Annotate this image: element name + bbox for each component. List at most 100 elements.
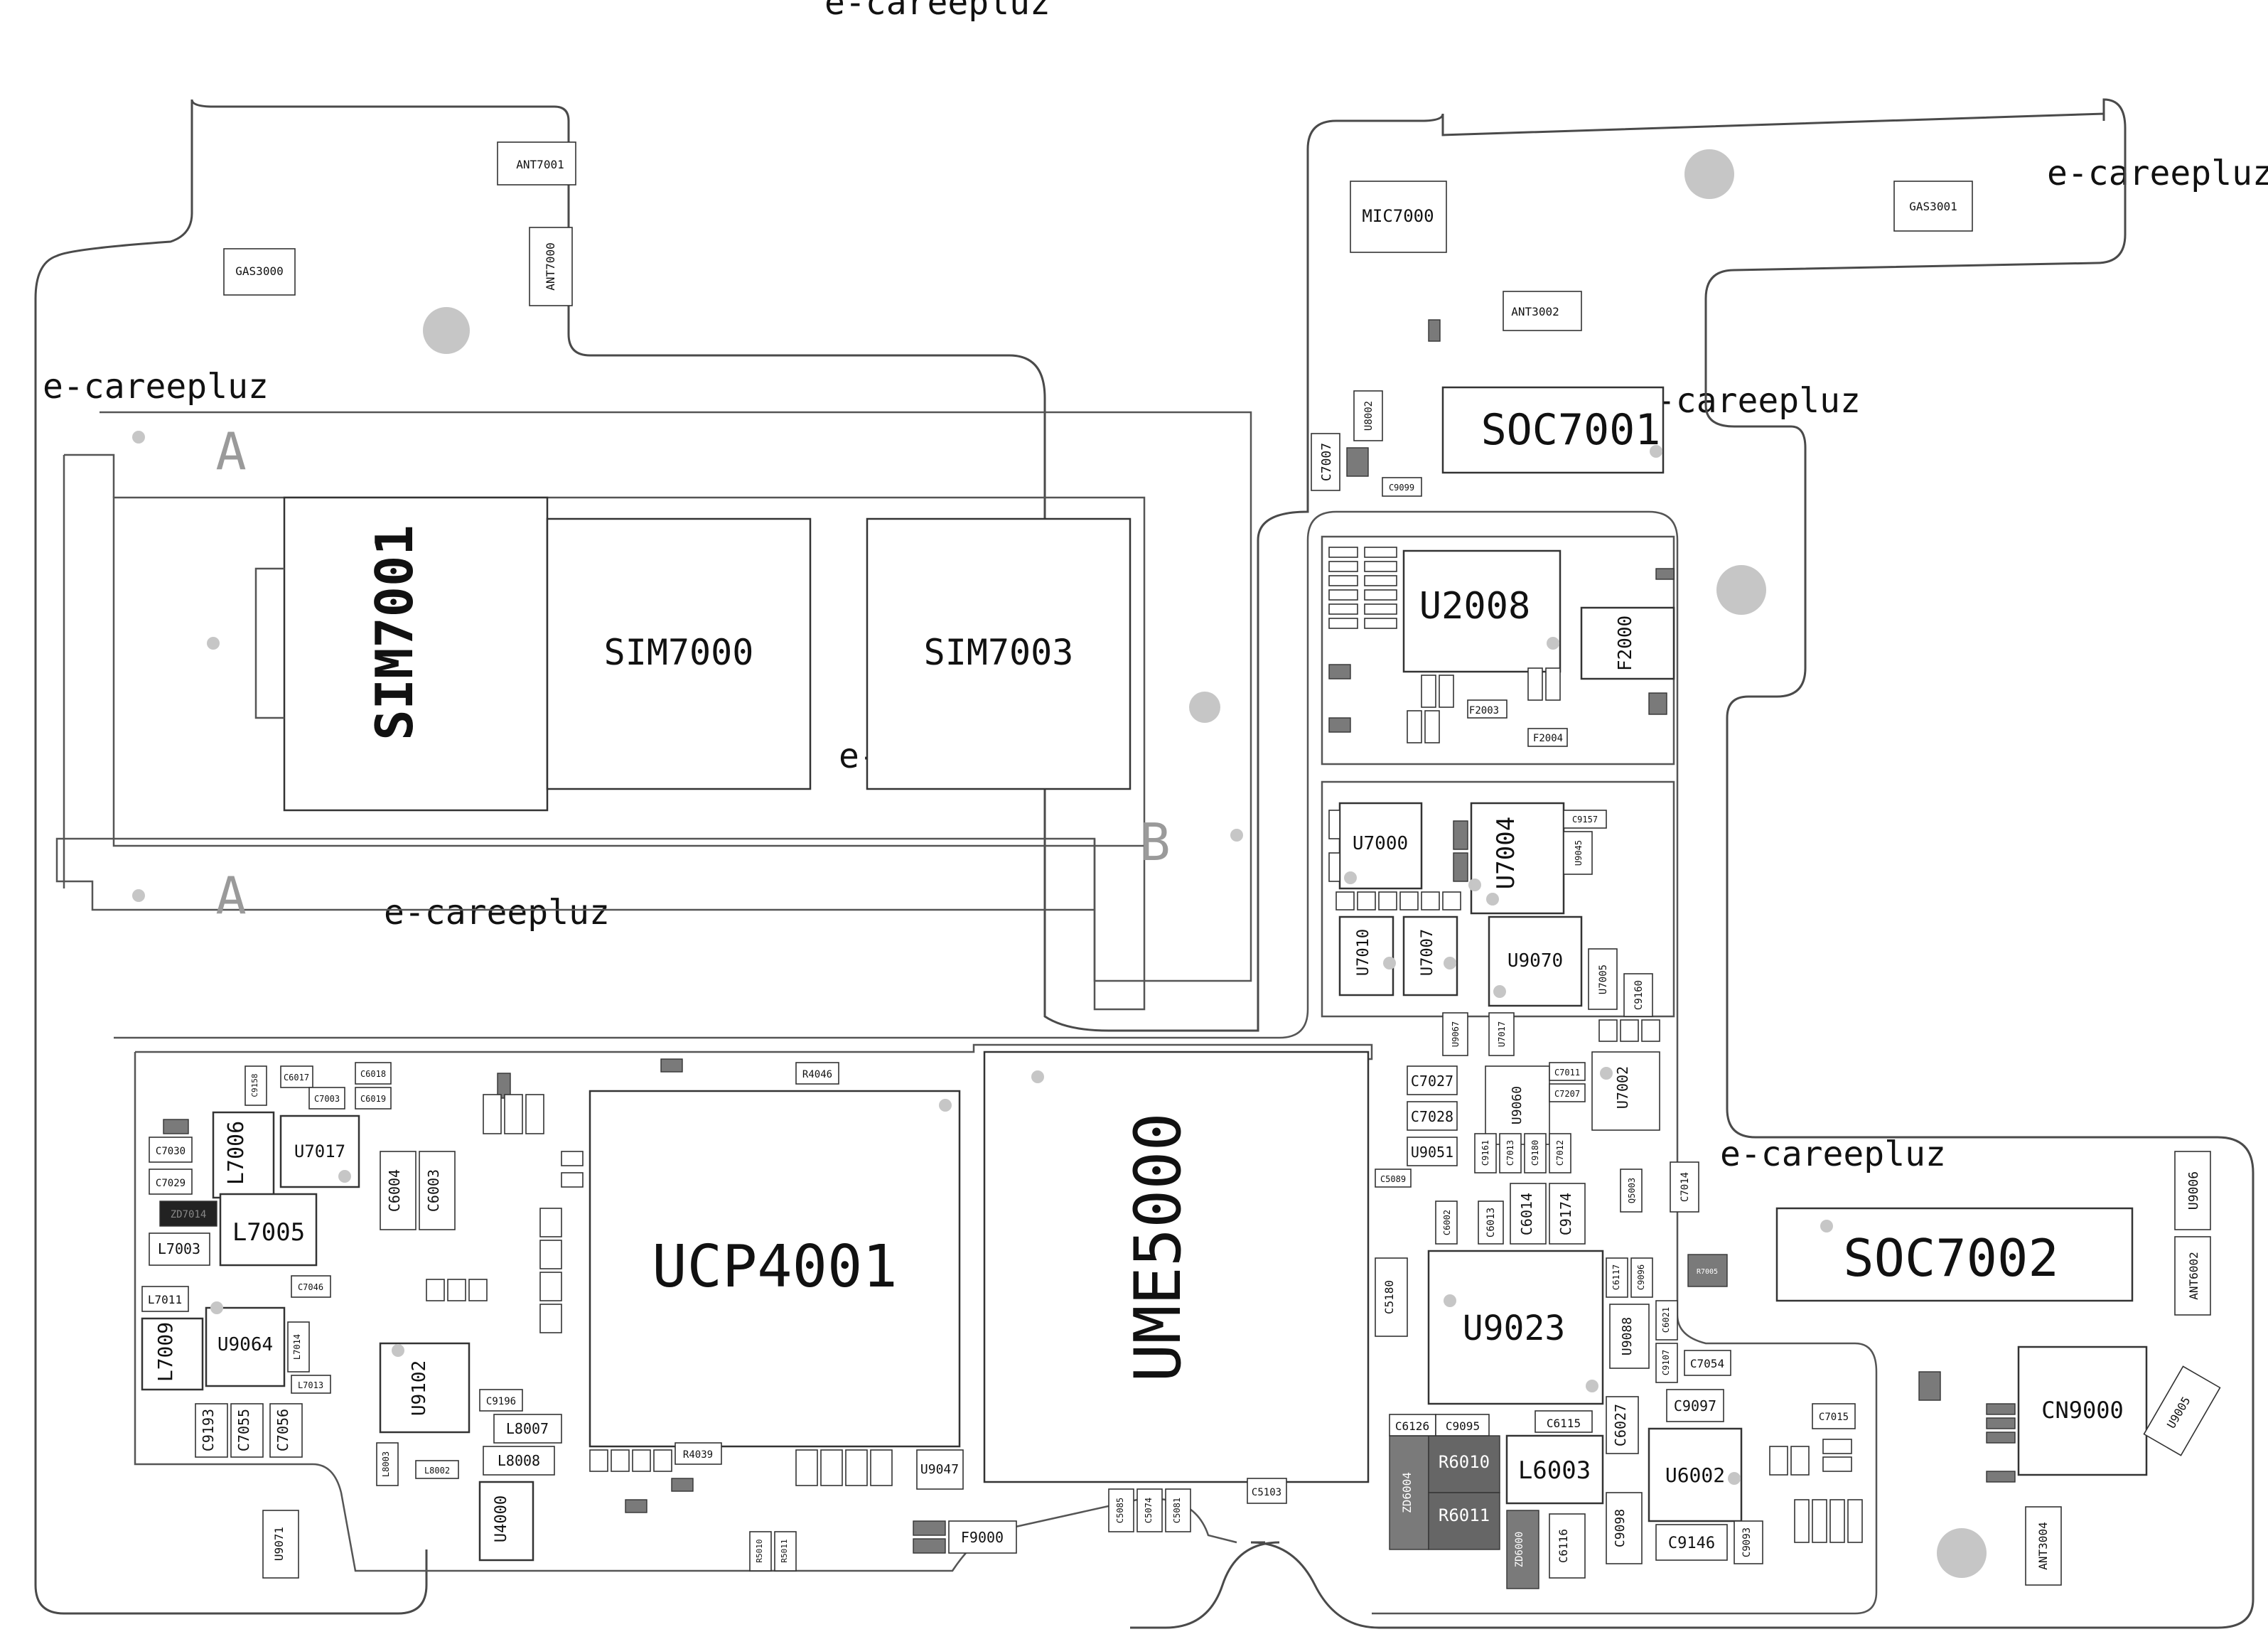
ant7001-part [497,141,576,186]
watermark-text: e-careepluz [1720,1134,1946,1174]
r4046-part [795,1062,839,1085]
c5081-label: C5081 [1172,1498,1182,1523]
f2003-part [1467,699,1507,719]
c9193-label: C9193 [200,1409,217,1451]
bottom-right-parts: ZD6004 R6010 R6011 ZD6000 L6003 C6126 C9… [1389,1396,1763,1589]
l7011-label: L7011 [148,1293,182,1306]
c9180-label: C9180 [1530,1140,1540,1166]
c6115-part [1535,1410,1593,1433]
c9160-label: C9160 [1633,980,1645,1010]
c9098-label: C9098 [1613,1509,1628,1547]
c9097-part [1666,1389,1724,1422]
ant6002-part [2174,1236,2211,1316]
u7002-part [1591,1051,1660,1131]
u4000-chip [478,1481,534,1562]
l7006-part [212,1111,275,1199]
u7007-label: U7007 [1419,929,1436,976]
c9096-part [1630,1257,1653,1298]
dark-pad [163,1119,189,1134]
right-parts: U9006 ANT6002 U9005 ANT3004 C7015 [1812,1151,2221,1586]
u8002-label: U8002 [1363,401,1375,431]
c6018-part [355,1062,392,1085]
c9093-label: C9093 [1741,1527,1753,1557]
c9107-part [1655,1343,1678,1383]
u7002-label: U7002 [1614,1066,1631,1109]
c9097-label: C9097 [1674,1397,1716,1414]
l7006-label: L7006 [224,1121,249,1185]
soc7001-connector [1441,386,1665,474]
l7009-label: L7009 [154,1322,177,1382]
l7005-part [219,1193,318,1267]
dark-pad [1648,692,1667,715]
c5074-part [1136,1488,1163,1532]
r4039-part [675,1442,722,1465]
marker-a-bottom: A [215,866,246,925]
q5003-label: Q5003 [1627,1178,1637,1203]
c9161-part [1474,1133,1497,1173]
dark-pad [1986,1432,2016,1444]
c7013-label: C7013 [1505,1140,1515,1166]
l7013-part [291,1375,331,1394]
zd7014-label: ZD7014 [171,1209,207,1220]
c5074-label: C5074 [1144,1498,1154,1523]
c7029-label: C7029 [156,1178,186,1189]
f2000-part [1580,606,1675,680]
c6013-part [1478,1201,1504,1245]
u9060-part [1485,1065,1550,1145]
c6116-label: C6116 [1557,1529,1570,1563]
c9161-label: C9161 [1480,1140,1490,1166]
l6003-label: L6003 [1518,1456,1591,1485]
c7012-part [1549,1133,1571,1173]
ucp4001-chip [589,1090,961,1448]
soc7002-connector [1775,1207,2134,1302]
c7046-label: C7046 [298,1282,323,1292]
u2008-region-parts: F2000 F2003 F2004 [1328,568,1675,747]
zd7014-part [159,1201,217,1227]
u9070-label: U9070 [1507,950,1563,972]
c5103-part [1247,1478,1287,1504]
ucp4001-label: UCP4001 [652,1233,898,1301]
sim7001-label: SIM7001 [365,525,424,740]
c7027-label: C7027 [1411,1073,1453,1090]
r6011-part [1428,1492,1500,1550]
u6002-label: U6002 [1665,1463,1725,1487]
l7014-part [287,1321,310,1373]
c7015-label: C7015 [1819,1412,1849,1423]
c6004-part [380,1151,416,1230]
ant3002-label: ANT3002 [1511,305,1559,318]
c6017-label: C6017 [284,1073,309,1083]
gas3001-label: GAS3001 [1909,200,1957,213]
u7010-chip [1338,915,1394,997]
u2008-chip [1402,549,1562,673]
c6126-label: C6126 [1395,1419,1429,1433]
f9000-label: F9000 [961,1529,1004,1546]
f2004-part [1527,728,1568,747]
marker-b: B [1139,812,1170,872]
c6117-part [1606,1257,1628,1298]
c6027-part [1606,1396,1639,1454]
c7003-label: C7003 [314,1094,340,1104]
c7055-label: C7055 [235,1409,252,1451]
r5011-label: R5011 [780,1539,789,1562]
r5011-part [774,1531,797,1572]
u8002-part [1353,390,1383,441]
c6019-label: C6019 [360,1094,386,1104]
c6115-label: C6115 [1547,1417,1581,1430]
c6021-label: C6021 [1661,1307,1671,1333]
minor-passives [426,547,1863,1543]
c9193-part [195,1403,228,1458]
c9160-part [1623,973,1653,1017]
dark-pad [660,1058,683,1073]
left-bottom-parts: C7030 C7029 ZD7014 L7006 U7017 L7005 L70… [141,1058,694,1579]
u9067-label: U9067 [1451,1021,1461,1047]
l8002-label: L8002 [424,1466,450,1476]
center-right-parts: C7027 C7028 U9051 U9060 U7002 C7011 C720… [1375,1012,1731,1422]
c9174-label: C9174 [1557,1193,1574,1235]
l7014-label: L7014 [292,1334,302,1360]
c6002-label: C6002 [1442,1210,1452,1235]
ant7000-part [529,227,573,306]
l6003-part [1505,1434,1604,1505]
r4039-label: R4039 [683,1449,713,1461]
u9006-part [2174,1151,2211,1230]
